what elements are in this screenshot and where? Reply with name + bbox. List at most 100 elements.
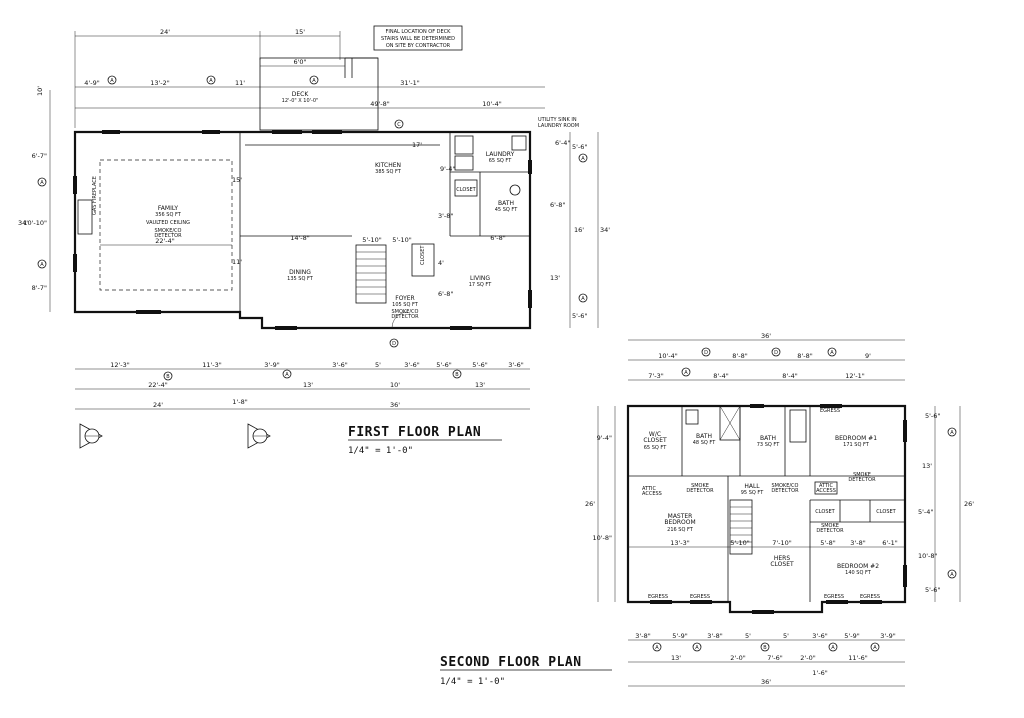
dim-family-15: 15'	[232, 176, 242, 184]
second-floor-title: SECOND FLOOR PLAN	[440, 655, 582, 670]
dim-right-3: 34'	[600, 226, 610, 234]
note-line-1: FINAL LOCATION OF DECK	[386, 29, 452, 35]
dim-2-right-3: 10'-8"	[918, 552, 938, 560]
grid-bubble-a	[452, 369, 462, 379]
closet-a: CLOSET	[815, 509, 835, 515]
dim-2-b-2: 3'-8"	[707, 632, 722, 640]
window	[650, 600, 672, 604]
window	[903, 420, 907, 442]
hers-closet: CLOSET	[770, 561, 794, 568]
dim-2-top-6: 8'-4"	[713, 372, 728, 380]
dim-bath-38: 3'-8"	[438, 212, 453, 220]
bath-sqft: 45 SQ FT	[495, 207, 518, 213]
window	[528, 290, 532, 308]
grid-bubble-a	[827, 347, 837, 357]
wic-label: W/C	[649, 431, 661, 438]
grid-bubble-a	[828, 642, 838, 652]
bubble-label: A	[831, 645, 835, 651]
second-floor-scale: 1/4" = 1'-0"	[440, 677, 505, 687]
dim-stair-2: 5'-10"	[392, 236, 412, 244]
bubble-label: A	[830, 350, 834, 356]
window	[690, 600, 712, 604]
dim-2-b-4: 5'	[783, 632, 789, 640]
kitchen: KITCHEN 385 SQ FT 17' 14'-8"	[240, 141, 440, 242]
deck: 6'0" DECK 12'-0" X 10'-0"	[259, 57, 379, 131]
dim-2-b-3: 5'	[745, 632, 751, 640]
smoke-3: SMOKE	[821, 523, 839, 529]
dim-b-extra: 1'-8"	[232, 398, 247, 406]
detector-1: DETECTOR	[848, 477, 876, 483]
window	[312, 130, 342, 134]
bubble-label: A	[950, 572, 954, 578]
dim-b1-1: 11'-3"	[202, 361, 222, 369]
dim-2-b-13: 36'	[761, 678, 771, 686]
dim-bath-68: 6'-8"	[490, 234, 505, 242]
bath2-label: BATH	[760, 435, 776, 442]
laundry-note-1: UTILITY SINK IN	[538, 117, 577, 123]
grid-bubble-a	[578, 293, 588, 303]
dim-top-60: 6'0"	[293, 58, 306, 66]
grid-bubble-d	[389, 338, 399, 348]
bedroom2-label: BEDROOM #2	[837, 563, 879, 570]
window	[528, 160, 532, 174]
bedroom1-label: BEDROOM #1	[835, 435, 877, 442]
dim-2-int-0: 13'-3"	[670, 539, 690, 547]
bubble-label: D	[774, 350, 778, 356]
note-line-2: STAIRS WILL BE DETERMINED	[381, 36, 455, 42]
dim-right-1: 5'-6"	[572, 143, 587, 151]
master-label-2: BEDROOM	[664, 519, 695, 526]
egress-5: EGRESS	[820, 408, 840, 414]
grid-bubble-c	[394, 119, 404, 129]
dim-family-11: 11'	[232, 258, 242, 266]
dim-2-b-12: 11'-6"	[848, 654, 868, 662]
grid-bubble-a	[692, 642, 702, 652]
detector-2: DETECTOR	[686, 488, 714, 494]
family-detector: DETECTOR	[154, 233, 182, 239]
dim-b3-0: 24'	[153, 401, 163, 409]
dim-b1-0: 12'-3"	[110, 361, 130, 369]
attic-access	[719, 405, 741, 441]
dim-2-int-4: 3'-8"	[850, 539, 865, 547]
foyer: FOYER 105 SQ FT SMOKE/CO DETECTOR	[391, 295, 419, 329]
dim-2-top-8: 12'-1"	[845, 372, 865, 380]
dim-2-right-4: 5'-6"	[925, 586, 940, 594]
closet-b: CLOSET	[876, 509, 896, 515]
second-floor-plan: 36' 10'-4" 8'-8" 8'-8" 9' 7'-3" 8'-4" 8'…	[440, 332, 974, 687]
attic-access-2a: ATTIC	[819, 483, 834, 489]
window	[275, 326, 297, 330]
dim-b1-2: 3'-9"	[264, 361, 279, 369]
dim-2-b-14: 1'-6"	[812, 669, 827, 677]
dim-2-b-1: 5'-9"	[672, 632, 687, 640]
window	[903, 565, 907, 587]
dim-b2-2: 10'	[390, 381, 400, 389]
foyer-label: FOYER	[395, 295, 414, 302]
detector-3: DETECTOR	[816, 528, 844, 534]
attic-access-2b: ACCESS	[816, 488, 836, 494]
dim-2-left-0: 9'-4"	[597, 434, 612, 442]
foyer-closet: CLOSET 4'	[411, 243, 444, 277]
dining-sqft: 135 SQ FT	[287, 276, 314, 282]
entry-door-swing	[391, 311, 409, 329]
window	[752, 610, 774, 614]
dim-b1-4: 5'	[375, 361, 381, 369]
family-smoke: SMOKE/CO	[155, 228, 182, 234]
smoke-1: SMOKE	[853, 472, 871, 478]
smoke-co-2: SMOKE/CO	[772, 483, 799, 489]
dim-2-right-2: 5'-4"	[918, 508, 933, 516]
stairs: 5'-10" 5'-10"	[355, 236, 412, 304]
bubble-label: A	[581, 156, 585, 162]
closet-label: CLOSET	[456, 187, 476, 193]
dim-2-left-2: 10'-8"	[592, 534, 612, 542]
dim-b2-3: 13'	[475, 381, 485, 389]
first-floor-scale: 1/4" = 1'-0"	[348, 446, 413, 456]
first-floor-plan: 24' 15' 6'0" DECK 12'-0" X 10'-0" 4'-9" …	[18, 28, 610, 456]
bubble-label: A	[40, 262, 44, 268]
dim-r2-0: 4'-9"	[84, 79, 99, 87]
dim-top-24: 24'	[160, 28, 170, 36]
section-marker-1	[79, 423, 103, 449]
dim-r3-0: 49'-8"	[370, 100, 390, 108]
grid-bubble-d	[701, 347, 711, 357]
window	[136, 310, 161, 314]
dim-2-right-5: 26'	[964, 500, 974, 508]
